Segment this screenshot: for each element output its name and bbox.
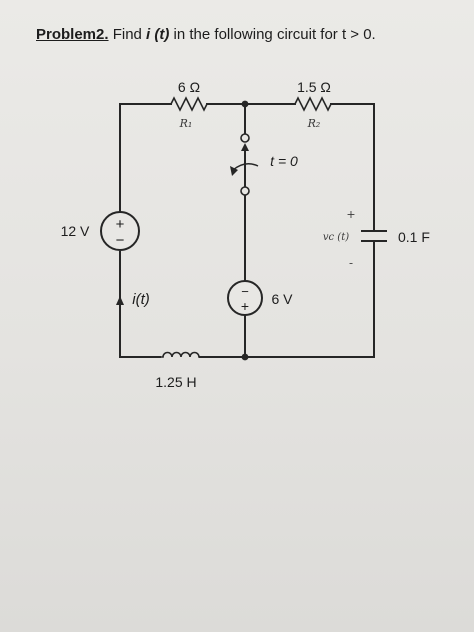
inductor-value: 1.25 H (155, 374, 196, 390)
capacitor-voltage-minus: - (349, 256, 353, 270)
problem-variable: i (t) (146, 26, 170, 43)
voltage-source-12v-plus: + (116, 216, 125, 233)
problem-statement: Problem2. Find i (t) in the following ci… (36, 26, 376, 43)
resistor-r2-symbol (294, 96, 332, 112)
resistor-r1-tag: R₁ (179, 117, 193, 130)
capacitor-symbol (361, 230, 387, 242)
resistor-r1-symbol (170, 96, 208, 112)
problem-label: Problem2. (36, 26, 109, 43)
voltage-source-12v-minus: − (116, 232, 125, 249)
voltage-source-12v-value: 12 V (61, 223, 90, 239)
voltage-source-6v-symbol (227, 280, 263, 316)
resistor-r1-value: 6 Ω (178, 79, 200, 95)
current-label: i(t) (132, 291, 150, 308)
inductor-symbol (160, 351, 200, 358)
current-arrow (116, 296, 124, 305)
voltage-source-6v-value: 6 V (271, 291, 293, 307)
node-top (241, 100, 249, 108)
capacitor-voltage-label: vc (t) (323, 232, 349, 243)
resistor-r2-tag: R₂ (307, 117, 321, 130)
voltage-source-6v-plus: + (241, 298, 249, 314)
capacitor-voltage-plus: + (346, 208, 355, 221)
problem-text-before: Find (108, 26, 147, 43)
resistor-r2-value: 1.5 Ω (297, 79, 331, 95)
capacitor-value: 0.1 F (398, 229, 430, 245)
switch-symbol (230, 133, 259, 196)
node-bottom (241, 353, 249, 361)
problem-text-after: in the following circuit for t > 0. (169, 26, 376, 43)
switch-label: t = 0 (270, 153, 298, 169)
voltage-source-12v-symbol (100, 211, 140, 251)
voltage-source-6v-minus: − (241, 284, 249, 299)
